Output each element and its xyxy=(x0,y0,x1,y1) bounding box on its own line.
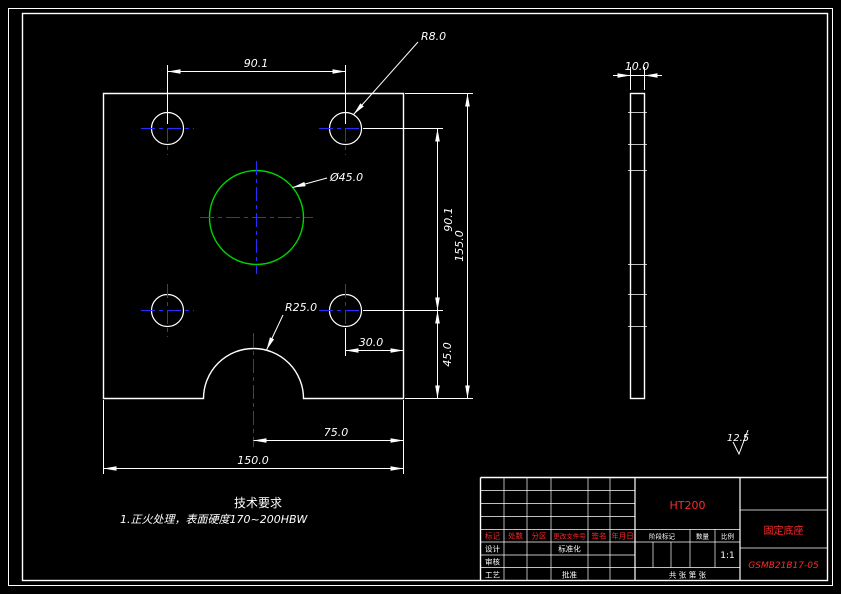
tech-requirements-note: 1.正火处理，表面硬度170~200HBW xyxy=(120,513,309,526)
dim-plate-height: 155.0 xyxy=(453,230,466,262)
role-approve: 批准 xyxy=(562,570,577,580)
sheet-border xyxy=(8,8,833,586)
title-block-grid xyxy=(479,476,828,581)
rev-header-mark: 标记 xyxy=(485,531,500,541)
plate-outline xyxy=(102,92,405,400)
dim-bottom-hole-offset: 45.0 xyxy=(441,342,454,367)
dim-thickness: 10.0 xyxy=(625,60,650,73)
dim-right-hole-span: 90.1 xyxy=(442,207,455,232)
role-labels: 设计 标准化 审核 工艺 批准 xyxy=(485,544,581,580)
technical-requirements: 技术要求 1.正火处理，表面硬度170~200HBW xyxy=(120,496,309,526)
front-view xyxy=(102,92,405,447)
rev-header-signature: 签名 xyxy=(592,531,607,541)
dimensions xyxy=(103,41,473,474)
dim-corner-hole-radius: R8.0 xyxy=(421,30,446,43)
dim-notch-radius: R25.0 xyxy=(285,301,317,314)
role-standardization: 标准化 xyxy=(558,544,581,554)
surface-roughness-value: 12.5 xyxy=(727,433,749,444)
dim-center-bore: Ø45.0 xyxy=(329,171,363,184)
dimension-text: 90.1 R8.0 Ø45.0 90.1 45.0 155.0 30.0 75.… xyxy=(237,30,466,467)
thickness-dimension xyxy=(613,67,662,90)
dim-top-width: 90.1 xyxy=(244,57,269,70)
title-block: 标记 处数 分区 更改文件号 签名 年月日 设计 标准化 审核 工艺 批准 HT… xyxy=(479,476,828,581)
part-name: 固定底座 xyxy=(764,524,804,537)
rev-header-count: 处数 xyxy=(508,531,523,541)
quantity-label: 数量 xyxy=(696,532,710,541)
role-design: 设计 xyxy=(485,544,500,554)
surface-roughness-symbol: 12.5 xyxy=(727,429,749,456)
revision-header-row: 标记 处数 分区 更改文件号 签名 年月日 xyxy=(485,531,634,541)
tech-requirements-title: 技术要求 xyxy=(234,496,282,510)
rev-header-date: 年月日 xyxy=(611,531,634,541)
sheet-count-label: 共 张 第 张 xyxy=(669,570,707,580)
stage-mark-label: 阶段标记 xyxy=(649,532,676,541)
dim-notch-to-edge: 75.0 xyxy=(324,426,349,439)
side-view-feature-lines xyxy=(628,112,647,327)
role-check: 审核 xyxy=(485,557,500,567)
centerlines xyxy=(141,102,372,447)
scale-value: 1:1 xyxy=(720,551,734,561)
material-value: HT200 xyxy=(670,499,706,512)
dim-plate-width: 150.0 xyxy=(237,454,269,467)
role-process: 工艺 xyxy=(485,571,500,580)
dim-hole-to-edge: 30.0 xyxy=(359,336,384,349)
rev-header-zone: 分区 xyxy=(532,532,547,541)
side-view: 10.0 xyxy=(613,60,662,400)
rev-header-docno: 更改文件号 xyxy=(553,532,586,541)
drawing-number: GSMB21B17-05 xyxy=(748,561,819,571)
scale-label: 比例 xyxy=(721,532,734,541)
